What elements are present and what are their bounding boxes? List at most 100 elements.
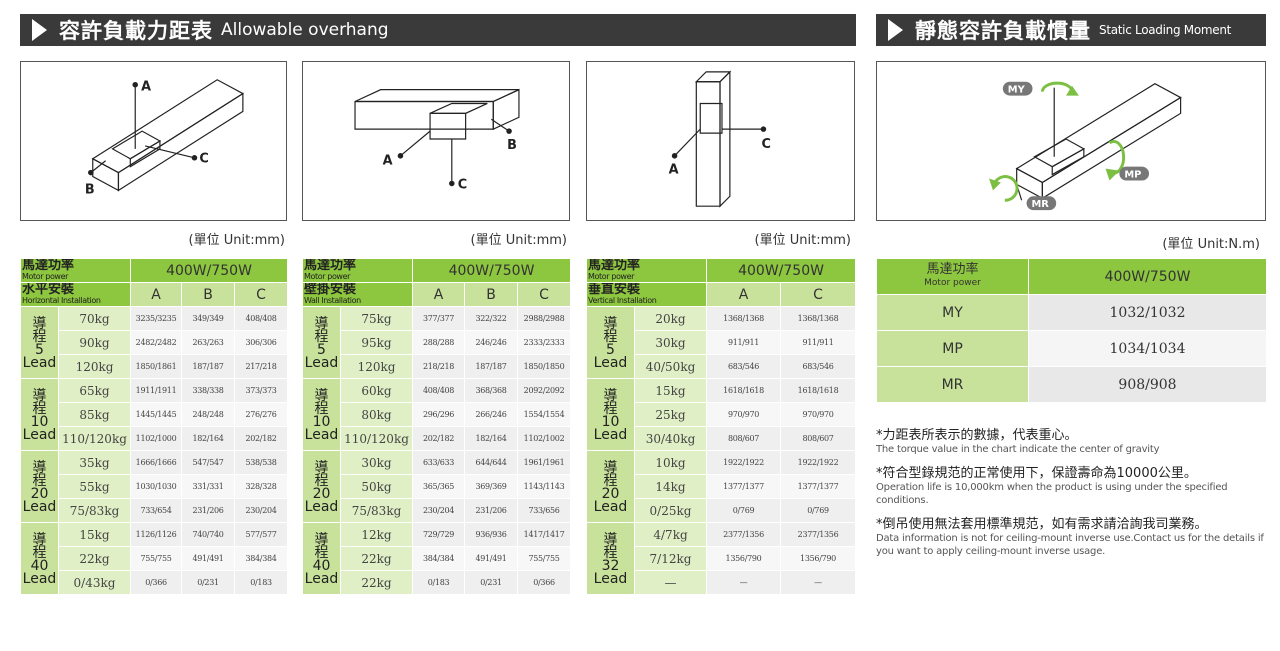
value-cell: 1445/1445 xyxy=(130,402,183,427)
motor-power-zh: 馬達功率 xyxy=(926,262,979,277)
value-cell: 246/246 xyxy=(464,330,519,355)
weight-cell: 22kg xyxy=(57,546,132,571)
header-title-en: Static Loading Moment xyxy=(1099,23,1232,37)
diagram-vertical: A C xyxy=(586,61,855,221)
value-cell: 365/365 xyxy=(412,474,466,499)
weight-cell: 22kg xyxy=(339,570,414,595)
value-cell: 182/164 xyxy=(464,426,519,451)
lead-text: 導 xyxy=(603,315,618,332)
value-cell: 182/164 xyxy=(181,426,236,451)
unit-label: (單位 Unit:N.m) xyxy=(1162,237,1260,252)
value-cell: 217/218 xyxy=(234,354,289,379)
value-cell: 408/408 xyxy=(234,306,289,331)
value-cell: 1618/1618 xyxy=(706,378,782,403)
motor-power-en: Motor power xyxy=(588,271,634,281)
weight-cell: 110/120kg xyxy=(57,426,132,451)
lead-text: Lead xyxy=(593,354,628,371)
weight-cell: 75/83kg xyxy=(57,498,132,523)
label-a: A xyxy=(383,154,393,169)
value-cell: 547/547 xyxy=(181,450,236,475)
weight-cell: 10kg xyxy=(633,450,708,475)
lead-text: 導 xyxy=(603,387,618,404)
value-cell: 322/322 xyxy=(464,306,519,331)
value-cell: 491/491 xyxy=(464,546,519,571)
lead-text: 導 xyxy=(603,459,618,476)
lead-text: 程 xyxy=(603,472,618,489)
notes: *力距表所表示的數據，代表重心。 The torque value in the… xyxy=(876,418,1276,558)
value-cell: 368/368 xyxy=(464,378,519,403)
lead-text: 導 xyxy=(314,387,329,404)
lead-text: 程 xyxy=(314,400,329,417)
value-cell: — xyxy=(780,570,857,595)
moment-key: MR xyxy=(876,366,1029,403)
value-cell: 288/288 xyxy=(412,330,466,355)
lead-text: 程 xyxy=(32,400,47,417)
value-cell: 633/633 xyxy=(412,450,466,475)
lead-text: Lead xyxy=(304,498,339,515)
motor-power-zh: 馬達功率 xyxy=(304,258,357,273)
label-mr: MR xyxy=(1032,199,1050,210)
value-cell: 0/769 xyxy=(706,498,782,523)
value-cell: 349/349 xyxy=(181,306,236,331)
value-cell: 266/246 xyxy=(464,402,519,427)
value-cell: 1850/1850 xyxy=(517,354,572,379)
column-header: C xyxy=(517,282,572,307)
value-cell: 0/183 xyxy=(234,570,289,595)
lead-text: Lead xyxy=(22,498,57,515)
label-b: B xyxy=(85,182,95,197)
vertical-install-illustration: A C xyxy=(669,70,771,208)
lead-text: 40 xyxy=(312,557,331,574)
value-cell: 0/231 xyxy=(464,570,519,595)
lead-text: Lead xyxy=(22,570,57,587)
lead-text: Lead xyxy=(22,426,57,443)
value-cell: 230/204 xyxy=(234,498,289,523)
value-cell: 0/231 xyxy=(181,570,236,595)
column-header: C xyxy=(780,282,857,307)
value-cell: 408/408 xyxy=(412,378,466,403)
value-cell: 755/755 xyxy=(517,546,572,571)
lead-text: 導 xyxy=(32,459,47,476)
value-cell: 683/546 xyxy=(706,354,782,379)
diagram-wall: A B C xyxy=(302,61,570,221)
weight-cell: 75kg xyxy=(339,306,414,331)
value-cell: 0/769 xyxy=(780,498,857,523)
value-cell: 377/377 xyxy=(412,306,466,331)
lead-text: 程 xyxy=(603,400,618,417)
value-cell: 187/187 xyxy=(464,354,519,379)
value-cell: 1911/1911 xyxy=(130,378,183,403)
weight-cell: 55kg xyxy=(57,474,132,499)
value-cell: 970/970 xyxy=(706,402,782,427)
value-cell: 276/276 xyxy=(234,402,289,427)
label-b: B xyxy=(507,138,517,153)
installation-zh: 壁掛安裝 xyxy=(304,282,357,297)
weight-cell: 85kg xyxy=(57,402,132,427)
lead-text: 20 xyxy=(601,485,620,502)
power-value: 400W/750W xyxy=(412,258,572,283)
header-allowable-overhang: 容許負載力距表 Allowable overhang xyxy=(20,14,856,46)
weight-cell: 120kg xyxy=(339,354,414,379)
installation-en: Wall Installation xyxy=(304,295,361,305)
weight-cell: 0/43kg xyxy=(57,570,132,595)
weight-cell: 70kg xyxy=(57,306,132,331)
label-my: MY xyxy=(1008,85,1026,96)
power-value: 400W/750W xyxy=(706,258,857,283)
